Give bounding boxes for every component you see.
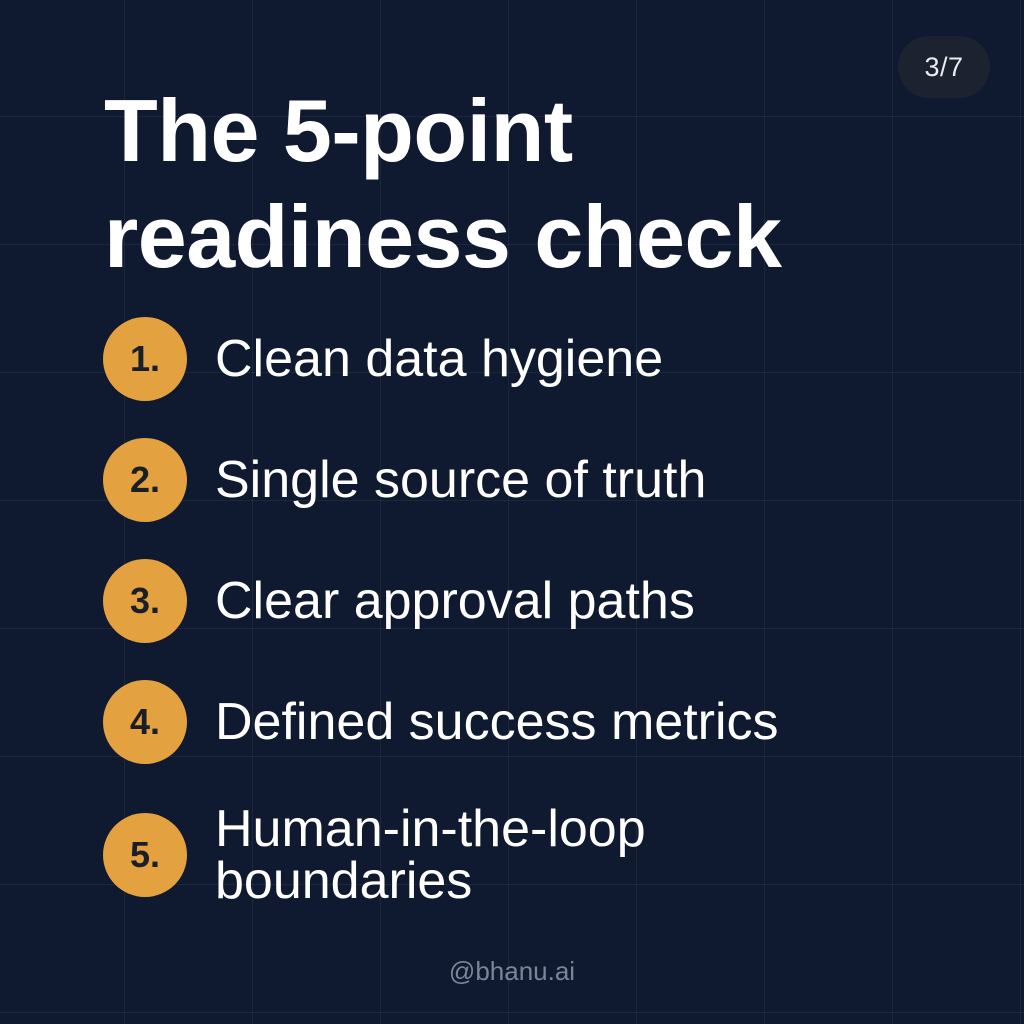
checklist: 1. Clean data hygiene 2. Single source o… [103,317,983,947]
number-badge: 5. [103,813,187,897]
list-item: 5. Human-in-the-loop boundaries [103,802,983,908]
list-item: 1. Clean data hygiene [103,317,983,401]
list-item: 4. Defined success metrics [103,680,983,764]
list-item-text: Defined success metrics [215,693,779,751]
list-item-text: Clean data hygiene [215,330,664,388]
number-badge: 2. [103,438,187,522]
slide-title: The 5-point readiness check [104,81,782,286]
number-badge: 1. [103,317,187,401]
list-item-text: Clear approval paths [215,572,695,630]
page-counter: 3/7 [898,36,990,98]
author-handle: @bhanu.ai [448,956,576,986]
list-item: 3. Clear approval paths [103,559,983,643]
number-badge: 4. [103,680,187,764]
list-item-text: Human-in-the-loop boundaries [215,800,646,910]
list-item-text: Single source of truth [215,451,707,509]
list-item: 2. Single source of truth [103,438,983,522]
number-badge: 3. [103,559,187,643]
